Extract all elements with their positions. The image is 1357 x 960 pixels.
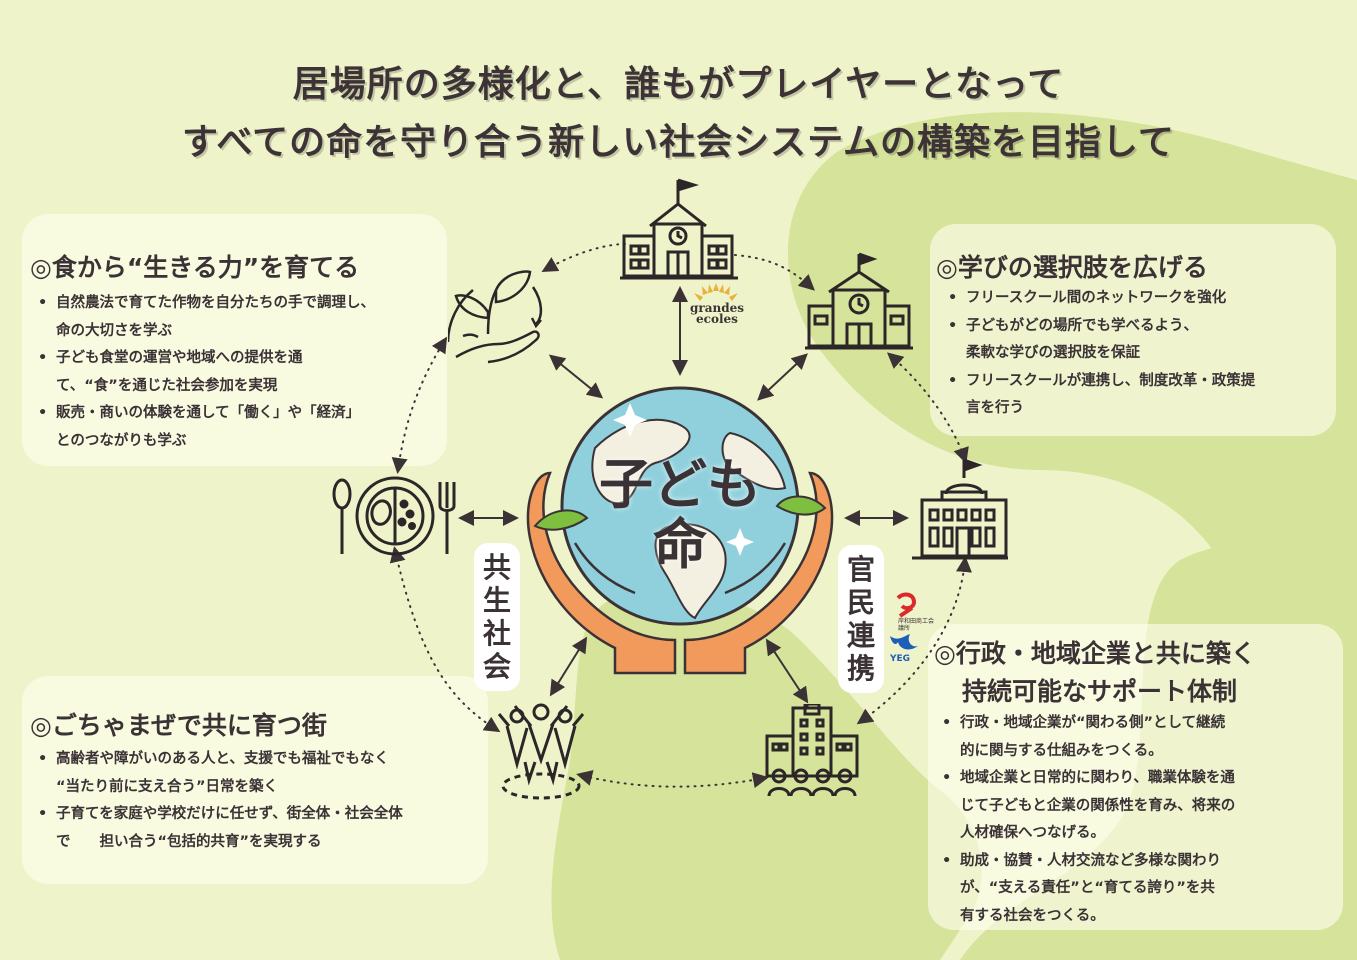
card-government-bullets: 行政・地域企業が“関わる側”として継続的に関与する仕組みをつくる。地域企業と日常… — [940, 710, 1340, 930]
learning-bullet-2-line-2: 柔軟な学びの選択肢を保証 — [966, 345, 1140, 361]
card-learning-bullets: フリースクール間のネットワークを強化子どもがどの場所でも学べるよう、柔軟な学びの… — [946, 285, 1336, 423]
label-right-char-2: 民 — [846, 586, 875, 619]
card-food-bullets: 自然農法で育てた作物を自分たちの手で調理し、命の大切さを学ぶ子ども食堂の運営や地… — [36, 290, 446, 455]
community-bullet-1-line-2: “当たり前に支え合う”日常を築く — [56, 778, 279, 795]
center-label-children: 子ども — [599, 453, 761, 516]
plate-cutlery-icon — [332, 476, 456, 556]
label-symbiotic-society: 共生社会 — [474, 543, 520, 691]
label-left-char-3: 社 — [482, 617, 511, 650]
government-bullet-1-line-2: 的に関与する仕組みをつくる。 — [960, 742, 1163, 759]
government-bullet-3-line-2: が、“支える責任”と“育てる誇り”を共 — [960, 880, 1215, 896]
food-bullet-1-line-1: 自然農法で育てた作物を自分たちの手で調理し、 — [56, 295, 375, 311]
food-bullet-3-line-2: とのつながりも学ぶ — [56, 432, 187, 449]
title-line-1: 居場所の多様化と、誰もがプレイヤーとなって — [292, 64, 1065, 105]
leaf-left — [533, 509, 589, 531]
label-left-char-4: 会 — [482, 650, 511, 683]
learning-bullet-2: 子どもがどの場所でも学べるよう、柔軟な学びの選択肢を保証 — [946, 313, 1336, 368]
free-school-icon — [805, 252, 913, 350]
community-bullet-1: 高齢者や障がいのある人と、支援でも福祉でもなく “当たり前に支え合う”日常を築く — [36, 746, 486, 801]
government-bullet-3: 助成・協賛・人材交流など多様な関わりが、“支える責任”と“育てる誇り”を共有する… — [940, 848, 1340, 931]
title-line-2: すべての命を守り合う新しい社会システムの構築を目指して — [182, 122, 1175, 163]
chamber-of-commerce-logo — [896, 592, 917, 618]
learning-bullet-3-line-1: フリースクールが連携し、制度改革・政策提 — [966, 372, 1256, 389]
center-label-life: 命 — [653, 513, 707, 576]
food-bullet-2-line-1: 子ども食堂の運営や地域への提供を通 — [56, 350, 303, 366]
government-bullet-2: 地域企業と日常的に関わり、職業体験を通じて子どもと企業の関係性を育み、将来の人材… — [940, 765, 1340, 848]
community-bullet-1-line-1: 高齢者や障がいのある人と、支援でも福祉でもなく — [56, 751, 389, 767]
left-hand — [526, 471, 677, 675]
globe-land-3 — [721, 431, 787, 490]
center-arrows — [458, 286, 909, 704]
yeg-logo-text: YEG — [890, 654, 911, 664]
grandes-ecoles-line1: grandes — [690, 301, 744, 315]
learning-bullet-3-line-2: 言を行う — [966, 400, 1024, 416]
yeg-logo — [890, 634, 918, 650]
food-bullet-3: 販売・商いの体験を通して「働く」や「経済」とのつながりも学ぶ — [36, 400, 446, 455]
government-building-icon — [912, 458, 1008, 560]
people-community-icon — [497, 703, 585, 800]
learning-bullet-2-line-1: 子どもがどの場所でも学べるよう、 — [966, 317, 1198, 334]
label-right-char-1: 官 — [846, 553, 875, 586]
card-learning: ◎学びの選択肢を広げる フリースクール間のネットワークを強化子どもがどの場所でも… — [930, 224, 1336, 436]
card-government: ◎行政・地域企業と共に築く 持続可能なサポート体制 行政・地域企業が“関わる側”… — [928, 624, 1343, 930]
card-community: ◎ごちゃまぜで共に育つ街 高齢者や障がいのある人と、支援でも福祉でもなく “当たり… — [22, 676, 488, 884]
government-bullet-3-line-3: 有する社会をつくる。 — [960, 907, 1105, 924]
globe-land-1 — [591, 418, 691, 505]
label-left-char-1: 共 — [482, 551, 511, 584]
government-bullet-1-line-1: 行政・地域企業が“関わる側”として継続 — [960, 715, 1226, 731]
learning-bullet-1-line-1: フリースクール間のネットワークを強化 — [966, 290, 1227, 306]
school-icon — [620, 178, 738, 280]
community-bullet-2-line-1: 子育てを家庭や学校だけに任せず、街全体・社会全体 — [56, 806, 403, 822]
label-right-char-4: 携 — [846, 652, 875, 685]
company-building-icon — [765, 704, 859, 797]
card-food: ◎食から“生きる力”を育てる 自然農法で育てた作物を自分たちの手で調理し、命の大… — [22, 214, 447, 466]
government-bullet-2-line-3: 人材確保へつなげる。 — [960, 825, 1105, 841]
label-left-char-2: 生 — [482, 584, 511, 617]
right-hand — [683, 471, 834, 675]
government-bullet-2-line-2: じて子どもと企業の関係性を育み、将来の — [960, 797, 1236, 814]
government-bullet-2-line-1: 地域企業と日常的に関わり、職業体験を通 — [960, 770, 1235, 786]
globe-land-2 — [654, 523, 727, 620]
food-bullet-1-line-2: 命の大切さを学ぶ — [56, 322, 172, 339]
food-bullet-3-line-1: 販売・商いの体験を通して「働く」や「経済」 — [56, 405, 361, 421]
learning-bullet-1: フリースクール間のネットワークを強化 — [946, 285, 1336, 313]
dotted-ring — [389, 243, 972, 789]
hands-globe-illustration — [526, 386, 834, 675]
card-learning-title: ◎学びの選択肢を広げる — [936, 253, 1208, 282]
grandes-ecoles-text: grandes ecoles — [684, 301, 750, 326]
grandes-ecoles-line2: ecoles — [696, 312, 738, 326]
grandes-ecoles-logo — [694, 283, 738, 301]
card-food-title: ◎食から“生きる力”を育てる — [30, 253, 360, 282]
food-bullet-1: 自然農法で育てた作物を自分たちの手で調理し、命の大切さを学ぶ — [36, 290, 446, 345]
chamber-logo-text: 岸和田商工会議所 — [898, 618, 935, 632]
label-right-char-3: 連 — [846, 619, 875, 652]
card-community-bullets: 高齢者や障がいのある人と、支援でも福祉でもなく “当たり前に支え合う”日常を築く子… — [36, 746, 486, 856]
community-bullet-2-line-2: で 担い合う“包括的共育”を実現する — [56, 833, 322, 850]
leaf-right — [775, 495, 827, 516]
card-government-title-2: 持続可能なサポート体制 — [962, 677, 1238, 706]
food-bullet-2-line-2: て、“食”を通じた社会参加を実現 — [56, 377, 278, 394]
plant-in-hand-icon — [448, 270, 543, 364]
government-bullet-3-line-1: 助成・協賛・人材交流など多様な関わり — [960, 852, 1221, 869]
card-government-title-1: ◎行政・地域企業と共に築く — [934, 639, 1256, 668]
label-public-private-partnership: 官民連携 — [838, 545, 884, 693]
card-community-title: ◎ごちゃまぜで共に育つ街 — [30, 711, 327, 740]
